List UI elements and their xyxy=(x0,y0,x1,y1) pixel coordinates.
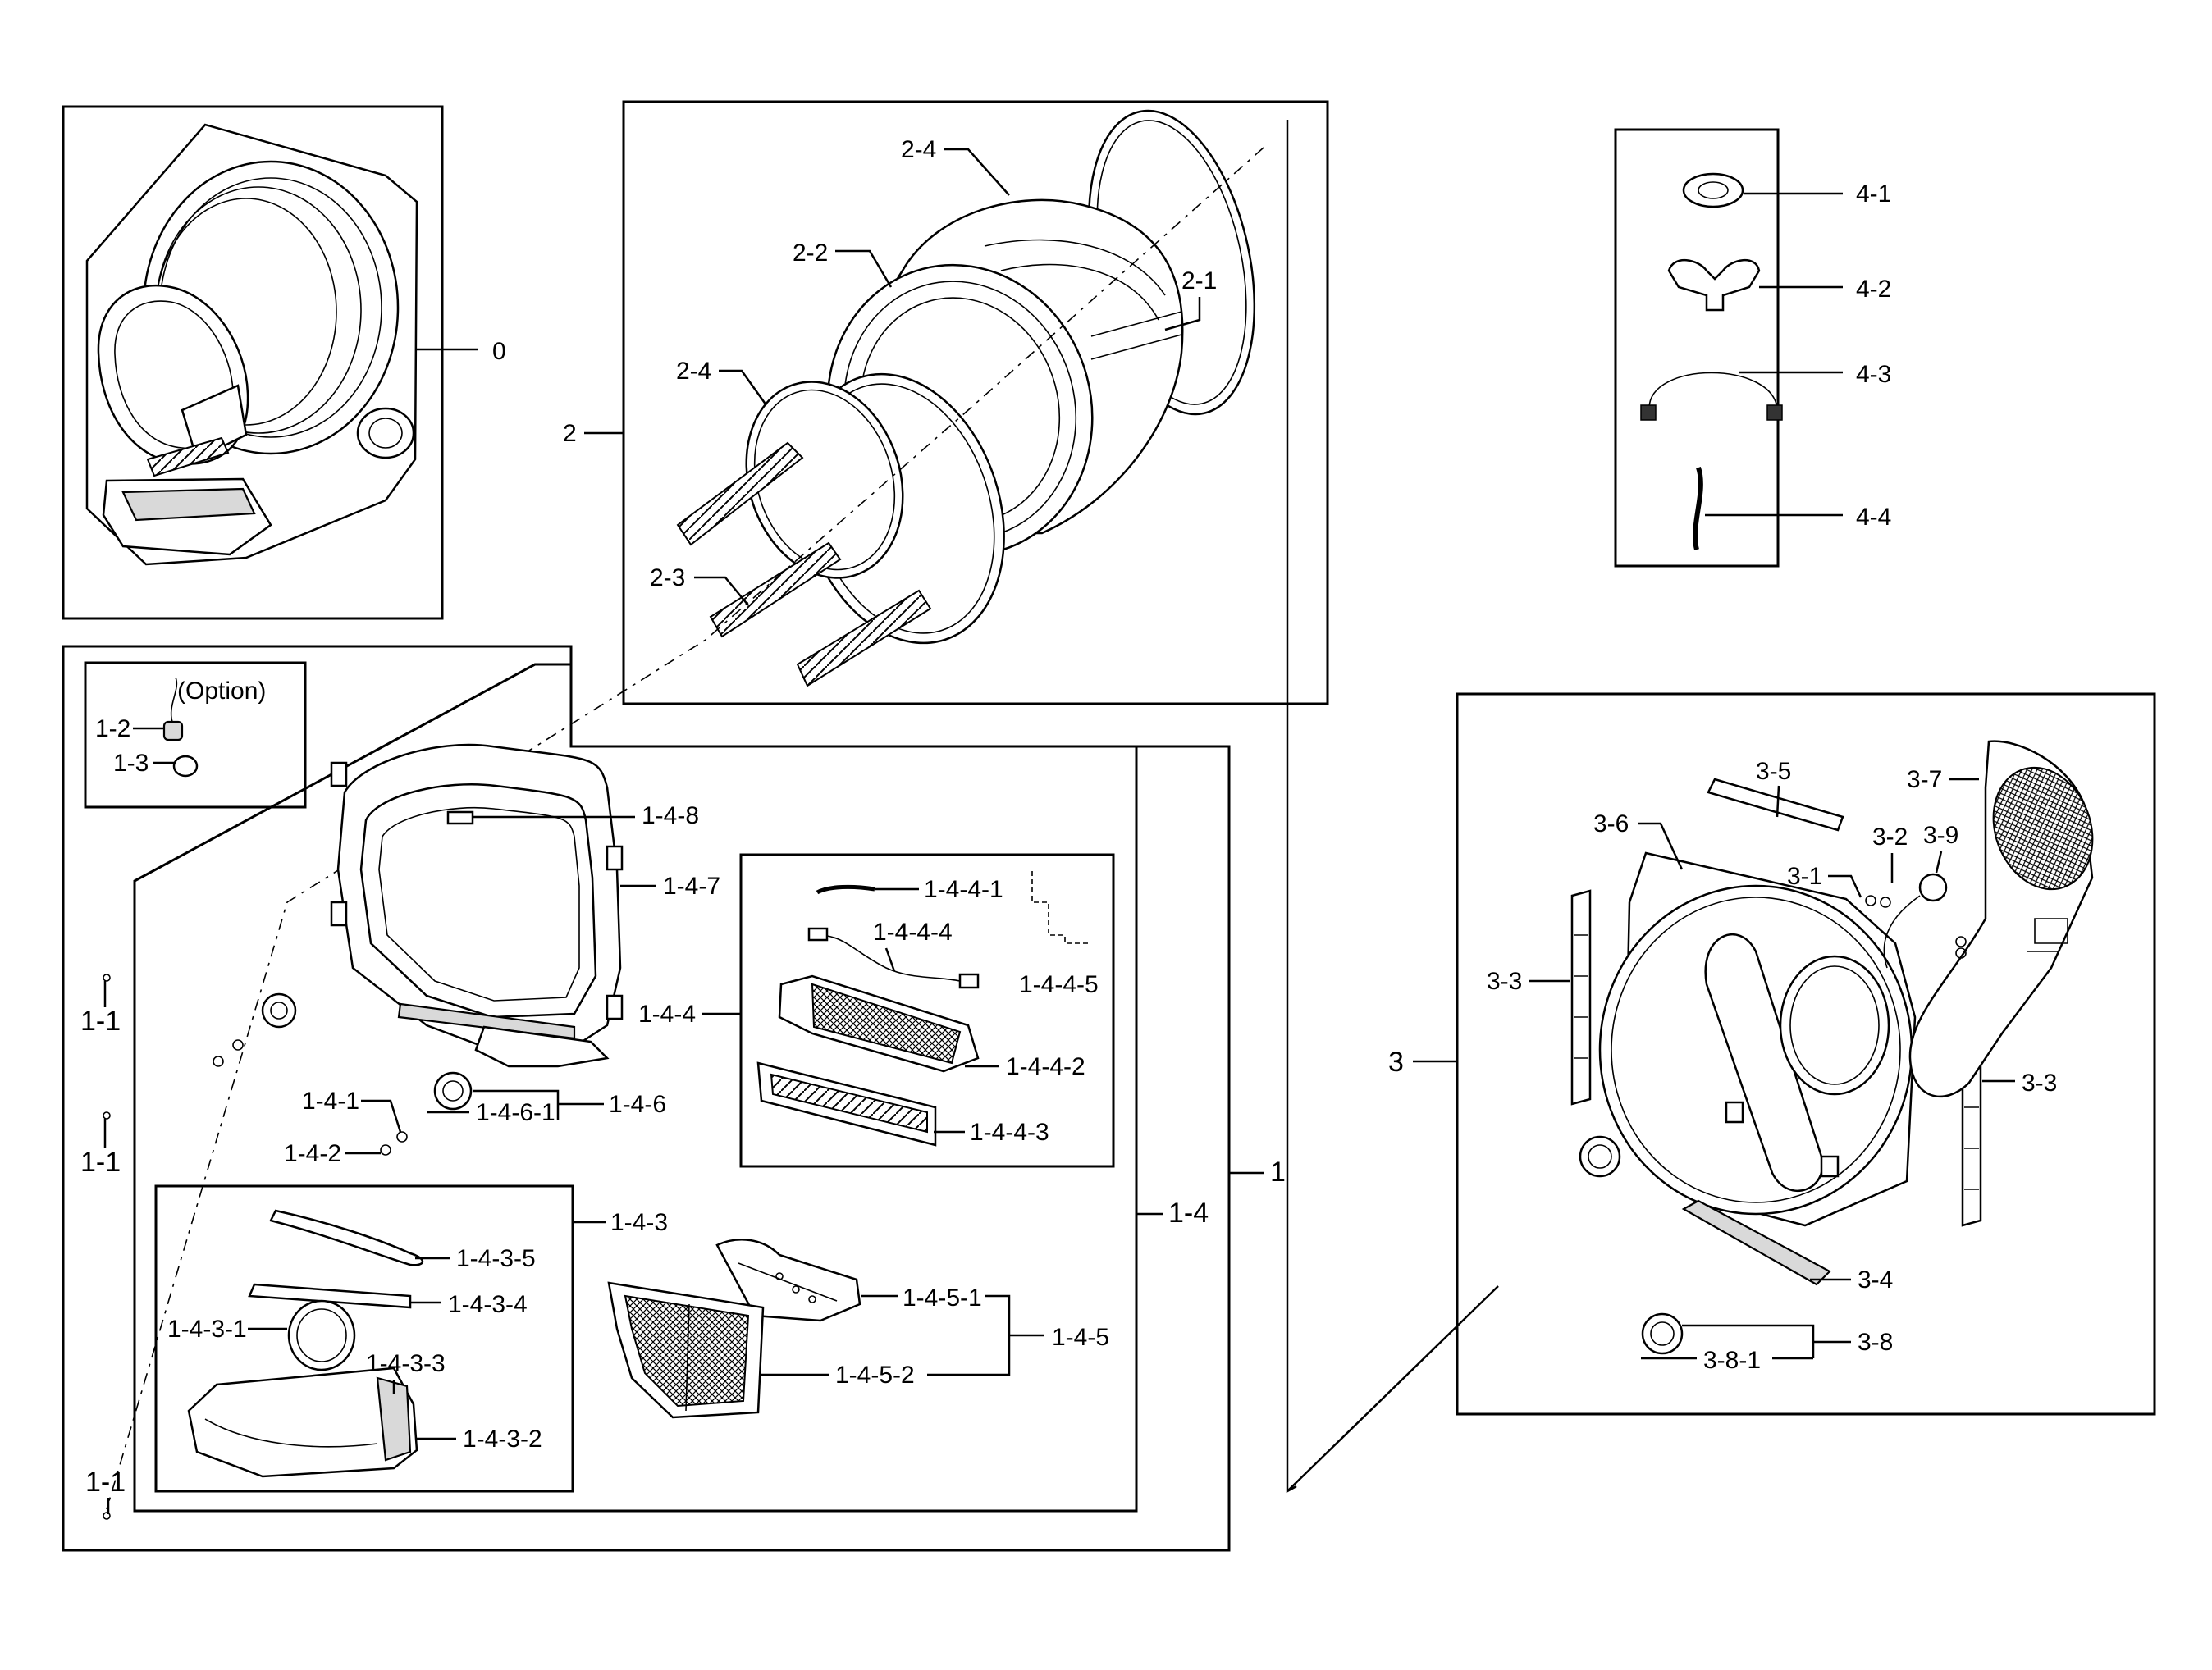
callout-3-8-1: 3-8-1 xyxy=(1703,1347,1761,1374)
lead-1-4-1 xyxy=(361,1099,402,1133)
callout-2-2: 2-2 xyxy=(793,240,828,267)
lead-3-5 xyxy=(1776,785,1780,818)
callout-1-4-3-3: 1-4-3-3 xyxy=(366,1350,446,1377)
callout-1-4-5-2: 1-4-5-2 xyxy=(835,1362,915,1389)
callout-2-4-bottom: 2-4 xyxy=(676,358,711,385)
callout-3-1: 3-1 xyxy=(1787,863,1822,890)
callout-1-2: 1-2 xyxy=(95,715,130,742)
callout-3-8: 3-8 xyxy=(1858,1329,1893,1356)
box-rear-frame-3 xyxy=(1456,692,2156,1416)
lint-filter-drawing xyxy=(607,1239,861,1419)
callout-1: 1 xyxy=(1270,1157,1286,1188)
box-front-frame-1 xyxy=(62,645,1231,1552)
callout-1-4-3-5: 1-4-3-5 xyxy=(456,1245,536,1272)
callout-1-1-bottom: 1-1 xyxy=(85,1467,126,1498)
callout-1-4-4-2: 1-4-4-2 xyxy=(1006,1053,1085,1080)
callout-1-4-8: 1-4-8 xyxy=(642,802,699,829)
callout-1-3: 1-3 xyxy=(113,750,149,777)
lead-1-4-6 xyxy=(473,1089,604,1120)
callout-3-9: 3-9 xyxy=(1923,822,1958,849)
callout-2-3: 2-3 xyxy=(650,564,685,591)
lead-3-8 xyxy=(1682,1324,1851,1358)
rear-frame-drawing xyxy=(1570,740,2094,1355)
callout-1-4-5: 1-4-5 xyxy=(1052,1324,1109,1351)
lead-2-1 xyxy=(1164,297,1201,331)
callout-0: 0 xyxy=(492,338,506,365)
callout-1-4-3: 1-4-3 xyxy=(610,1209,668,1236)
callout-1-4-5-1: 1-4-5-1 xyxy=(903,1284,982,1312)
callout-1-4-6-1: 1-4-6-1 xyxy=(476,1099,555,1126)
lead-2-4-bottom xyxy=(719,369,768,406)
callout-1-4-4-3: 1-4-4-3 xyxy=(970,1119,1049,1146)
filter-housing-drawing xyxy=(756,871,1091,1147)
callout-1-4-3-2: 1-4-3-2 xyxy=(463,1426,542,1453)
box-1-4-4 xyxy=(739,853,1115,1168)
duct-drawing xyxy=(187,1209,424,1478)
box-accessories-4 xyxy=(1614,128,1780,568)
callout-1-4-2: 1-4-2 xyxy=(284,1140,341,1167)
box-drum-2 xyxy=(622,100,1329,705)
callout-1-4-3-4: 1-4-3-4 xyxy=(448,1291,528,1318)
callout-1-1-top: 1-1 xyxy=(80,1006,121,1037)
callout-2-4-top: 2-4 xyxy=(901,136,936,163)
callout-1-4-6: 1-4-6 xyxy=(609,1091,666,1118)
callout-2-1: 2-1 xyxy=(1181,267,1217,294)
lead-1-4-4-4 xyxy=(884,947,896,972)
lead-3-6 xyxy=(1638,822,1684,870)
lead-2-4-top xyxy=(944,148,1010,196)
callout-4-1: 4-1 xyxy=(1856,180,1891,208)
lead-1-4-5 xyxy=(927,1294,1044,1376)
callout-1-4-4-5: 1-4-4-5 xyxy=(1019,971,1099,998)
callout-3-4: 3-4 xyxy=(1858,1266,1893,1294)
callout-1-4-3-1: 1-4-3-1 xyxy=(167,1316,247,1343)
callout-option: (Option) xyxy=(177,678,266,705)
callout-4-4: 4-4 xyxy=(1856,504,1891,531)
assembly-axis-dash xyxy=(106,147,1264,1510)
front-assembly-drawing xyxy=(85,123,418,566)
box-option xyxy=(84,661,307,809)
callout-4-3: 4-3 xyxy=(1856,361,1891,388)
callout-4-2: 4-2 xyxy=(1856,276,1891,303)
front-frame-drawing xyxy=(103,743,624,1520)
callout-3-3-right: 3-3 xyxy=(2022,1070,2057,1097)
callout-1-4-4-4: 1-4-4-4 xyxy=(873,919,953,946)
callout-1-4-4: 1-4-4 xyxy=(638,1001,696,1028)
callout-1-4-7: 1-4-7 xyxy=(663,873,720,900)
option-sensor-drawing xyxy=(162,677,199,778)
callout-3-3-left: 3-3 xyxy=(1487,968,1522,995)
bracket-group-1 xyxy=(1286,120,1297,1494)
callout-3-5: 3-5 xyxy=(1756,758,1791,785)
box-assembly-0 xyxy=(62,105,444,620)
callout-1-4-4-1: 1-4-4-1 xyxy=(924,876,1003,903)
callout-3-6: 3-6 xyxy=(1593,810,1629,837)
box-1-4-3 xyxy=(154,1184,574,1493)
callout-3-7: 3-7 xyxy=(1907,766,1942,793)
callout-3: 3 xyxy=(1388,1047,1404,1078)
lead-1-to-3 xyxy=(1287,1285,1499,1492)
callout-1-4-1: 1-4-1 xyxy=(302,1088,359,1115)
lead-3-9 xyxy=(1935,851,1943,874)
lead-2-3 xyxy=(694,576,749,606)
drum-drawing xyxy=(676,109,1256,687)
callout-3-2: 3-2 xyxy=(1872,824,1908,851)
callout-1-4: 1-4 xyxy=(1168,1198,1209,1229)
accessories-drawing xyxy=(1640,172,1783,550)
lead-2-2 xyxy=(835,249,893,288)
callout-2: 2 xyxy=(563,420,577,447)
lead-3-1 xyxy=(1828,874,1862,898)
box-frame-1-4 xyxy=(133,663,1138,1513)
callout-1-1-mid: 1-1 xyxy=(80,1147,121,1178)
